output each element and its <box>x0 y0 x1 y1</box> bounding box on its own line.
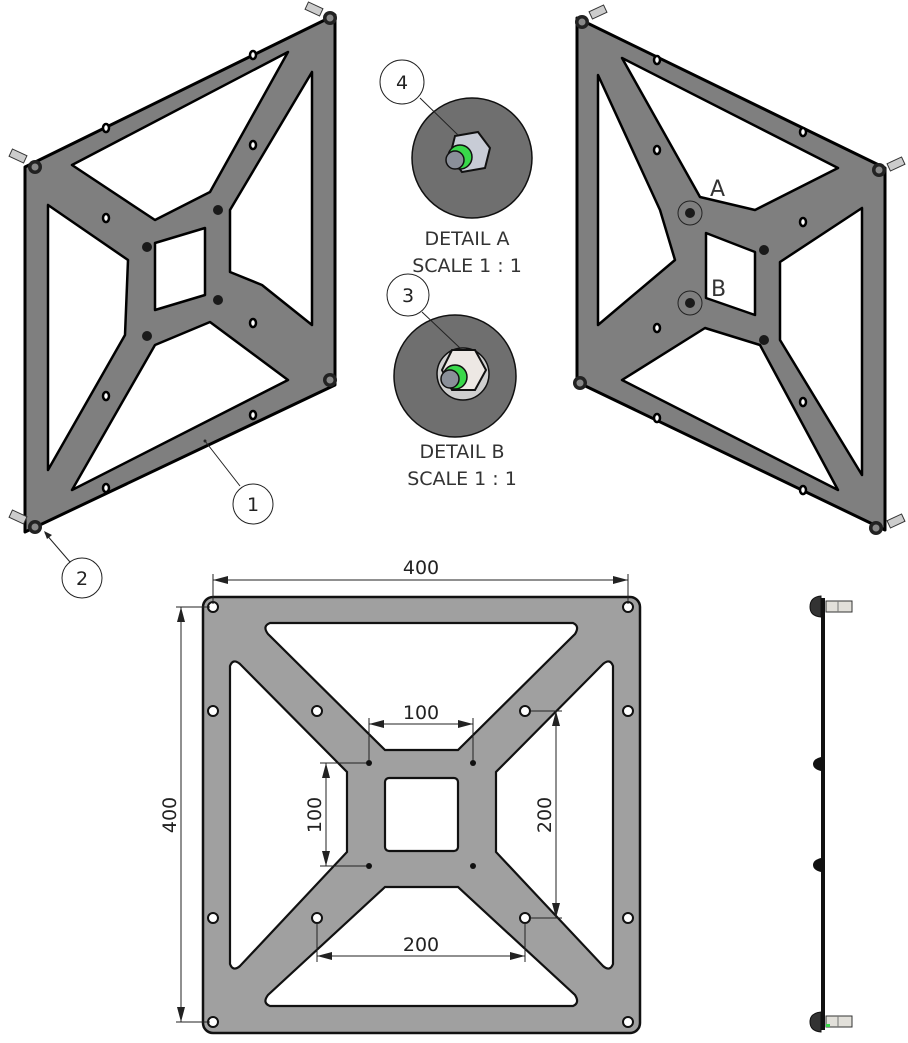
isometric-view-left <box>8 1 337 534</box>
nut-b <box>813 858 821 872</box>
svg-text:1: 1 <box>247 494 259 516</box>
detail-a-scale: SCALE 1 : 1 <box>412 255 522 277</box>
detail-a: 4 DETAIL A SCALE 1 : 1 <box>379 59 533 277</box>
dimension-inner-width: 100 <box>368 702 474 760</box>
isometric-view-right: A B <box>573 4 906 535</box>
balloon-2: 2 <box>44 531 103 599</box>
detail-b: 3 DETAIL B SCALE 1 : 1 <box>386 273 517 490</box>
svg-text:200: 200 <box>534 797 556 833</box>
standoff-bottom <box>809 1011 853 1033</box>
inner-holes <box>366 760 476 869</box>
nut-a <box>813 757 821 771</box>
standoffs <box>8 1 337 534</box>
balloon-1: 1 <box>203 439 274 525</box>
dimension-outer-height: 200 <box>530 710 562 919</box>
dimension-inner-height: 100 <box>304 762 366 867</box>
detail-a-callout-circle <box>677 200 703 226</box>
bolt-heads <box>685 208 769 345</box>
svg-text:100: 100 <box>403 702 439 724</box>
front-view <box>201 595 642 1035</box>
mount-holes <box>101 49 258 494</box>
detail-b-scale: SCALE 1 : 1 <box>407 468 517 490</box>
bolt-heads <box>142 205 223 341</box>
detail-a-marker: A <box>710 177 725 202</box>
standoffs <box>573 4 906 535</box>
svg-text:200: 200 <box>403 934 439 956</box>
svg-text:3: 3 <box>402 285 414 307</box>
detail-b-marker: B <box>711 277 726 302</box>
detail-b-callout-circle <box>677 290 703 316</box>
dimension-outer-width: 200 <box>316 923 526 962</box>
side-view <box>809 595 853 1033</box>
svg-text:400: 400 <box>403 557 439 579</box>
detail-b-title: DETAIL B <box>419 441 504 463</box>
standoff-top <box>809 595 853 618</box>
svg-text:2: 2 <box>76 568 88 590</box>
svg-text:4: 4 <box>396 72 408 94</box>
dimension-overall-width: 400 <box>212 557 629 604</box>
mount-holes <box>652 54 808 496</box>
svg-text:400: 400 <box>159 797 181 833</box>
svg-text:100: 100 <box>304 797 326 833</box>
dimension-overall-height: 400 <box>159 606 210 1023</box>
detail-a-title: DETAIL A <box>425 228 510 250</box>
